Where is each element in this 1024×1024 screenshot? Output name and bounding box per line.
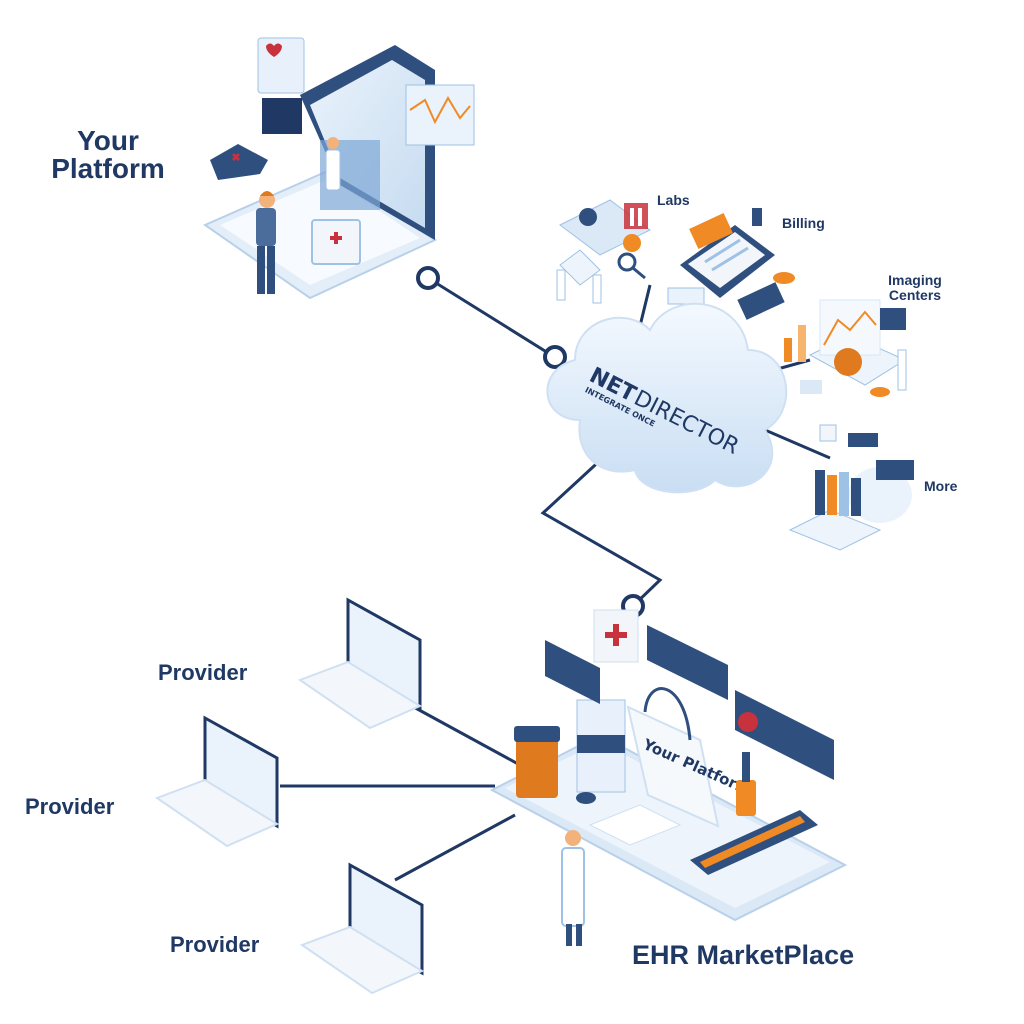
provider-laptop-2: [154, 715, 280, 848]
more-illustration: [788, 424, 914, 551]
label-billing: Billing: [782, 215, 825, 231]
ehr-marketplace-illustration: Your Platform: [489, 609, 848, 946]
provider-laptop-1: [297, 597, 423, 730]
label-provider-3: Provider: [170, 932, 260, 957]
user-icon: [738, 712, 758, 732]
labs-illustration: [556, 199, 651, 304]
label-provider-1: Provider: [158, 660, 248, 685]
connector-labs: [638, 284, 652, 327]
shopping-bag: [626, 705, 720, 828]
connector-provider-3: [394, 813, 516, 882]
connector-more: [764, 428, 831, 460]
platform-laptop-illustration: [202, 37, 475, 300]
label-ehr-marketplace: EHR MarketPlace: [632, 940, 855, 970]
label-more: More: [924, 478, 958, 494]
shield-icon: [210, 144, 268, 180]
label-labs: Labs: [657, 192, 690, 208]
imaging-illustration: [784, 299, 907, 397]
label-your-platform: Your Platform: [51, 125, 165, 184]
label-imaging-centers: Imaging Centers: [888, 272, 942, 303]
connector-cloud-ehr: [540, 453, 663, 607]
provider-laptop-3: [299, 862, 425, 995]
connector-provider-1: [409, 703, 521, 767]
label-provider-2: Provider: [25, 794, 115, 819]
connector-platform-cloud: [427, 276, 554, 358]
billing-illustration: [667, 208, 795, 320]
netdirector-cloud: [546, 302, 788, 494]
